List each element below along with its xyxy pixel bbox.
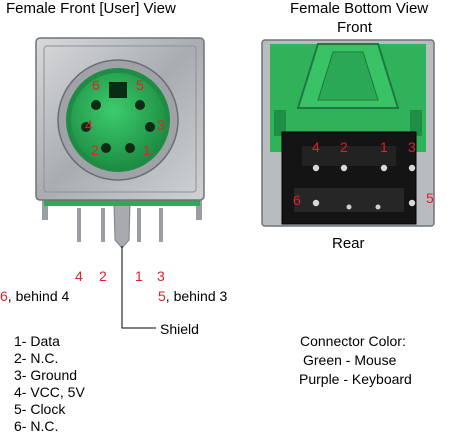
pinout-item: 4- VCC, 5V xyxy=(14,384,85,400)
front-pin-1-label: 1 xyxy=(143,142,151,158)
connector-color-purple: Purple - Keyboard xyxy=(299,371,412,387)
front-side-label: Front xyxy=(337,19,373,36)
pinout-item: 3- Ground xyxy=(14,367,78,383)
behind-3-pin-number: 5 xyxy=(158,288,166,304)
front-pin-2-label: 2 xyxy=(91,142,99,158)
bottom-pin-2-label: 2 xyxy=(340,139,348,155)
connector-color-green: Green - Mouse xyxy=(303,352,397,368)
pinout-item: 2- N.C. xyxy=(14,350,59,366)
front-pin-6-label: 6 xyxy=(92,77,100,93)
bottom-pin-4-label: 4 xyxy=(312,139,320,155)
pinout-item: 6- N.C. xyxy=(14,418,59,434)
behind-3-note: 5, behind 3 xyxy=(158,288,227,304)
front-pin-5-label: 5 xyxy=(136,77,144,93)
rear-side-label: Rear xyxy=(332,235,365,252)
bottom-pin-3-label: 3 xyxy=(408,139,416,155)
pinout-item: 1- Data xyxy=(14,333,60,349)
shield-leader-line xyxy=(121,246,156,329)
behind-4-text: , behind 4 xyxy=(7,288,70,304)
behind-4-pin-number: 6 xyxy=(0,288,8,304)
leg-3-label: 3 xyxy=(157,268,165,284)
bottom-view-title: Female Bottom View xyxy=(290,0,429,17)
bottom-view-connector xyxy=(261,39,435,227)
front-pin-4-label: 4 xyxy=(85,117,93,133)
behind-3-text: , behind 3 xyxy=(165,288,228,304)
shield-label: Shield xyxy=(160,321,199,337)
leg-1-label: 1 xyxy=(135,268,143,284)
connector-color-heading: Connector Color: xyxy=(300,333,406,349)
leg-2-label: 2 xyxy=(99,268,107,284)
pinout-item: 5- Clock xyxy=(14,401,66,417)
behind-4-note: 6, behind 4 xyxy=(0,288,69,304)
bottom-pin-5-label: 5 xyxy=(426,190,434,206)
bottom-pin-6-label: 6 xyxy=(293,192,301,208)
front-pin-3-label: 3 xyxy=(157,117,165,133)
leg-4-label: 4 xyxy=(75,268,83,284)
bottom-pin-1-label: 1 xyxy=(380,139,388,155)
front-view-connector xyxy=(35,37,205,249)
front-view-title: Female Front [User] View xyxy=(6,0,176,17)
